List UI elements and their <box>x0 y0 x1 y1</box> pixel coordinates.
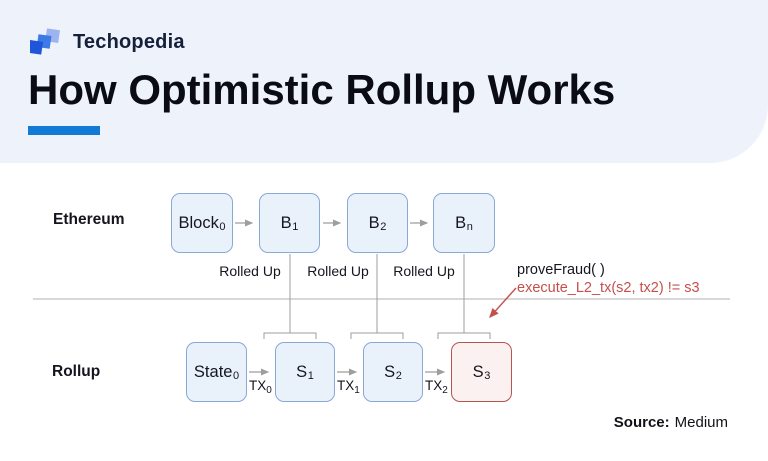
source-credit: Source:Medium <box>614 414 728 431</box>
layer1-label: Ethereum <box>53 211 125 228</box>
node-subscript: 2 <box>395 370 402 382</box>
node-label: Block <box>178 213 219 232</box>
rolled-up-label: Rolled Up <box>307 263 369 279</box>
node-label: B <box>280 213 292 232</box>
brand-name: Techopedia <box>73 31 185 53</box>
brand: Techopedia <box>30 26 185 59</box>
bracket-s1 <box>263 332 317 339</box>
source-label: Source: <box>613 414 670 431</box>
tx-base: TX <box>425 378 443 393</box>
tx-base: TX <box>249 378 267 393</box>
header-banner: Techopedia How Optimistic Rollup Works <box>0 0 768 163</box>
fraud-arrow <box>489 287 517 319</box>
tx-label: TX2 <box>425 378 448 396</box>
layer2-label: Rollup <box>52 363 101 380</box>
node-label: B <box>368 213 380 232</box>
node-subscript: 3 <box>484 370 491 382</box>
node-subscript: 0 <box>232 370 240 382</box>
rolled-up-label: Rolled Up <box>219 263 281 279</box>
node-label: S <box>472 362 484 381</box>
node-label: State <box>193 362 233 381</box>
node-subscript: 2 <box>380 221 387 233</box>
node-subscript: 1 <box>292 221 299 233</box>
tx-subscript: 1 <box>354 385 360 396</box>
techopedia-logo-icon <box>30 28 60 55</box>
node-label: S <box>384 362 396 381</box>
rolled-up-label: Rolled Up <box>393 263 455 279</box>
fraud-proof-call: proveFraud( ) <box>517 262 605 278</box>
source-value: Medium <box>674 414 728 431</box>
tx-base: TX <box>337 378 355 393</box>
title-accent-bar <box>28 126 100 135</box>
bracket-s3 <box>437 332 491 339</box>
bracket-s2 <box>350 332 404 339</box>
tx-subscript: 2 <box>442 385 448 396</box>
fraud-proof-detail: execute_L2_tx(s2, tx2) != s3 <box>517 280 700 296</box>
node-label: S <box>296 362 308 381</box>
tx-label: TX1 <box>337 378 360 396</box>
node-label: B <box>455 213 467 232</box>
tx-label: TX0 <box>249 378 272 396</box>
node-subscript: 0 <box>219 221 226 233</box>
page-title: How Optimistic Rollup Works <box>28 66 616 113</box>
node-subscript: 1 <box>307 370 314 382</box>
node-subscript: n <box>466 221 473 233</box>
tx-subscript: 0 <box>266 385 272 396</box>
